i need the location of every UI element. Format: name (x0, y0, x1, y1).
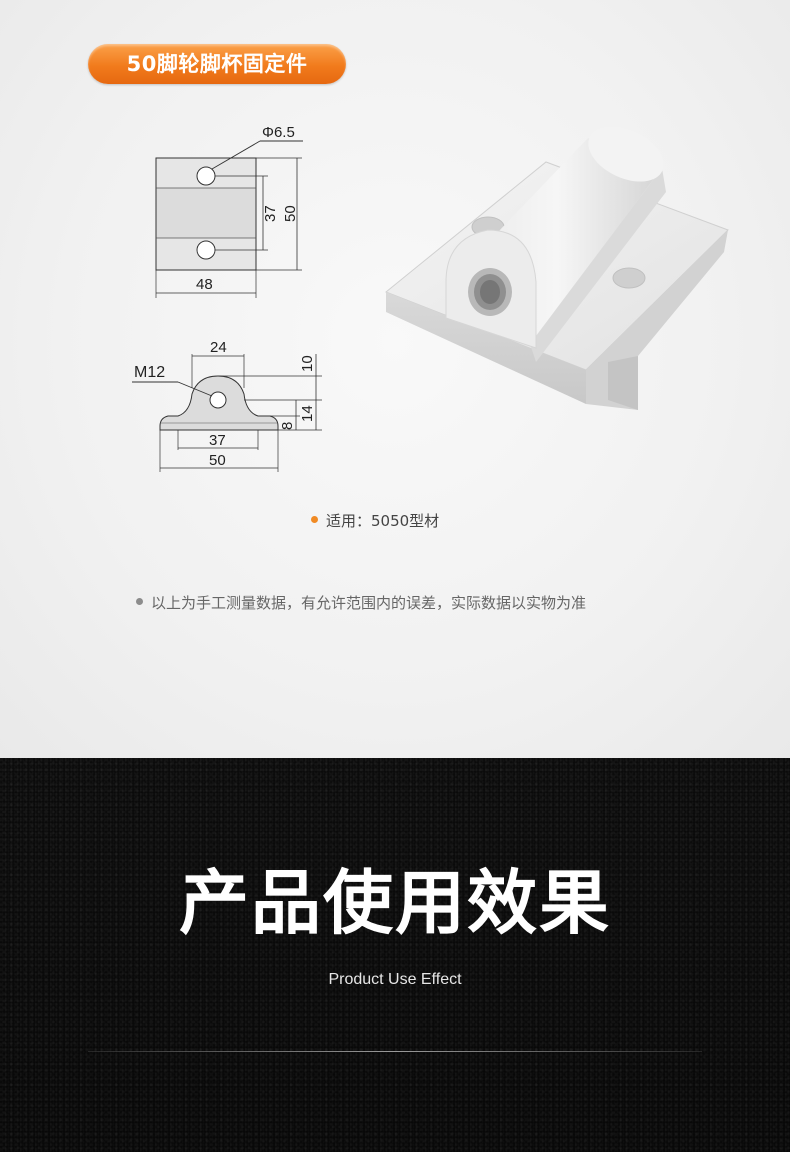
dim-width-label: 48 (196, 276, 213, 293)
product-spec-panel: 50脚轮脚杯固定件 Φ6.5 37 50 48 (0, 0, 790, 758)
dim-height-label: 50 (282, 205, 299, 222)
hole-diameter-label: Φ6.5 (262, 124, 295, 141)
section-divider (88, 1051, 702, 1052)
dim-hole-spacing-label: 37 (262, 205, 279, 222)
dim-boss-width-label: 24 (210, 339, 227, 356)
dim-mid-label: 14 (299, 405, 316, 422)
dim-hole-spacing-side-label: 37 (209, 432, 226, 449)
usage-effect-banner: 产品使用效果 Product Use Effect (0, 758, 790, 1152)
thread-size-label: M12 (134, 364, 165, 381)
applies-to-text: 适用：5050型材 (326, 512, 440, 530)
top-view-drawing: Φ6.5 37 50 48 (155, 124, 303, 298)
disclaimer-text: 以上为手工测量数据，有允许范围内的误差，实际数据以实物为准 (151, 594, 587, 612)
mount-hole-bottom (196, 240, 216, 260)
side-view-drawing: M12 24 10 14 8 37 50 (132, 339, 322, 472)
orange-bullet-icon (311, 516, 318, 523)
mount-hole-top (196, 166, 216, 186)
product-title-badge: 50脚轮脚杯固定件 (88, 44, 346, 84)
disclaimer-note: 以上为手工测量数据，有允许范围内的误差，实际数据以实物为准 (136, 592, 586, 613)
dim-base-label: 8 (279, 422, 296, 430)
product-render (385, 126, 729, 410)
section-title: 产品使用效果 (179, 862, 611, 944)
applies-to-note: 适用：5050型材 (311, 510, 439, 531)
section-subtitle: Product Use Effect (328, 971, 462, 988)
thread-hole (209, 391, 227, 409)
dim-top-label: 10 (299, 355, 316, 372)
render-hole-right (612, 267, 646, 289)
dim-base-width-label: 50 (209, 452, 226, 469)
gray-bullet-icon (136, 598, 143, 605)
